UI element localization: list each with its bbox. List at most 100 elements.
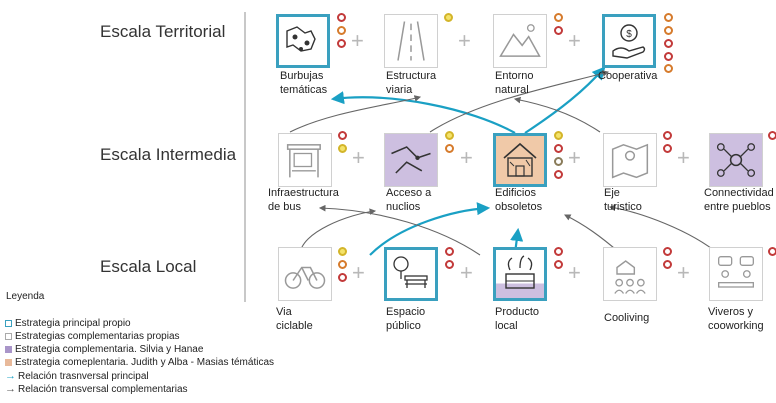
hand-money-icon: $ xyxy=(612,24,646,59)
legend-swatch-judith-alba xyxy=(5,358,12,366)
status-dot xyxy=(768,247,776,256)
plus-icon: + xyxy=(460,260,473,285)
status-dot xyxy=(664,39,673,48)
status-dot xyxy=(664,64,673,73)
status-dot xyxy=(663,260,672,269)
plus-icon: + xyxy=(677,145,690,170)
tile-infraestructura-bus[interactable] xyxy=(278,133,332,187)
network-icon xyxy=(716,143,756,177)
plus-icon: + xyxy=(352,145,365,170)
route-map-icon xyxy=(391,146,431,174)
status-dot xyxy=(338,260,347,269)
tile-acceso-nuclios[interactable] xyxy=(384,133,438,187)
status-dot xyxy=(664,26,673,35)
tile-via-ciclable[interactable] xyxy=(278,247,332,301)
tile-cooliving[interactable] xyxy=(603,247,657,301)
tile-edificios-obsoletos[interactable] xyxy=(493,133,547,187)
road-icon xyxy=(397,21,425,61)
status-dot xyxy=(337,26,346,35)
status-dot xyxy=(664,52,673,61)
legend-arrow-principal-icon: → xyxy=(5,370,16,382)
legend-swatch-silvia-hanae xyxy=(5,345,12,353)
status-dot xyxy=(554,260,563,269)
plus-icon: + xyxy=(568,260,581,285)
tile-cooperativa[interactable]: $ xyxy=(602,14,656,68)
park-bench-icon xyxy=(393,256,428,288)
plus-icon: + xyxy=(458,28,471,53)
status-dot xyxy=(554,131,563,140)
status-dot xyxy=(338,273,347,282)
legend-title: Leyenda xyxy=(6,291,45,302)
plus-icon: + xyxy=(352,260,365,285)
complementary-relation-arrow xyxy=(289,95,422,133)
status-dot xyxy=(337,13,346,22)
bus-stop-icon xyxy=(286,144,321,178)
scale-intermedia-label: Escala Intermedia xyxy=(100,145,237,164)
tile-connectividad[interactable] xyxy=(709,133,763,187)
map-pin-icon xyxy=(611,143,649,179)
principal-relation-arrow xyxy=(330,91,516,134)
tile-burbujas-tematicas[interactable] xyxy=(276,14,330,68)
status-dot xyxy=(445,247,454,256)
status-dot xyxy=(554,26,563,35)
bubbles-map-icon xyxy=(286,26,316,52)
principal-relation-arrow xyxy=(524,66,606,134)
status-dot xyxy=(554,170,563,179)
legend-swatch-complementary xyxy=(5,332,12,340)
status-dot xyxy=(664,13,673,22)
status-dot xyxy=(338,131,347,140)
produce-crate-icon xyxy=(505,255,535,289)
label-cooliving: Cooliving xyxy=(604,312,650,324)
legend-item: →Relación trasnversal principal xyxy=(5,370,149,382)
svg-text:$: $ xyxy=(626,29,632,40)
label-cooperativa: Cooperativa xyxy=(598,70,658,82)
scale-territorial-label: Escala Territorial xyxy=(100,22,226,41)
status-dot xyxy=(768,131,776,140)
plus-icon: + xyxy=(351,28,364,53)
mountains-icon xyxy=(499,24,541,57)
coworking-icon xyxy=(718,256,754,288)
status-dot xyxy=(445,260,454,269)
tile-espacio-publico[interactable] xyxy=(384,247,438,301)
status-dot xyxy=(663,144,672,153)
status-dot xyxy=(337,39,346,48)
tile-producto-local[interactable] xyxy=(493,247,547,301)
status-dot xyxy=(445,144,454,153)
tile-eje-turistico[interactable] xyxy=(603,133,657,187)
legend-item: Estrategias complementarias propias xyxy=(5,331,180,343)
plus-icon: + xyxy=(460,145,473,170)
bicycle-icon xyxy=(284,266,326,289)
legend-item: Estrategia principal propio xyxy=(5,318,131,330)
tile-estructura-viaria[interactable] xyxy=(384,14,438,68)
status-dot xyxy=(554,144,563,153)
legend-item: Estrategia complementaria. Silvia y Hana… xyxy=(5,344,203,356)
status-dot xyxy=(554,247,563,256)
legend-arrow-complementary-icon: → xyxy=(5,383,16,395)
plus-icon: + xyxy=(677,260,690,285)
tile-entorno-natural[interactable] xyxy=(493,14,547,68)
tile-viveros-cooworking[interactable] xyxy=(709,247,763,301)
status-dot xyxy=(338,144,347,153)
scale-local-label: Escala Local xyxy=(100,257,197,276)
legend-swatch-main xyxy=(5,319,12,327)
status-dot xyxy=(554,157,563,166)
old-building-icon xyxy=(503,142,537,177)
complementary-relation-arrow xyxy=(513,96,601,133)
plus-icon: + xyxy=(568,145,581,170)
status-dot xyxy=(554,13,563,22)
vertical-divider xyxy=(244,12,246,302)
co-living-icon xyxy=(614,260,646,294)
legend-item: →Relación transversal complementarias xyxy=(5,383,188,395)
status-dot xyxy=(444,13,453,22)
legend-item: Estrategia comeplentaria. Judith y Alba … xyxy=(5,357,274,369)
